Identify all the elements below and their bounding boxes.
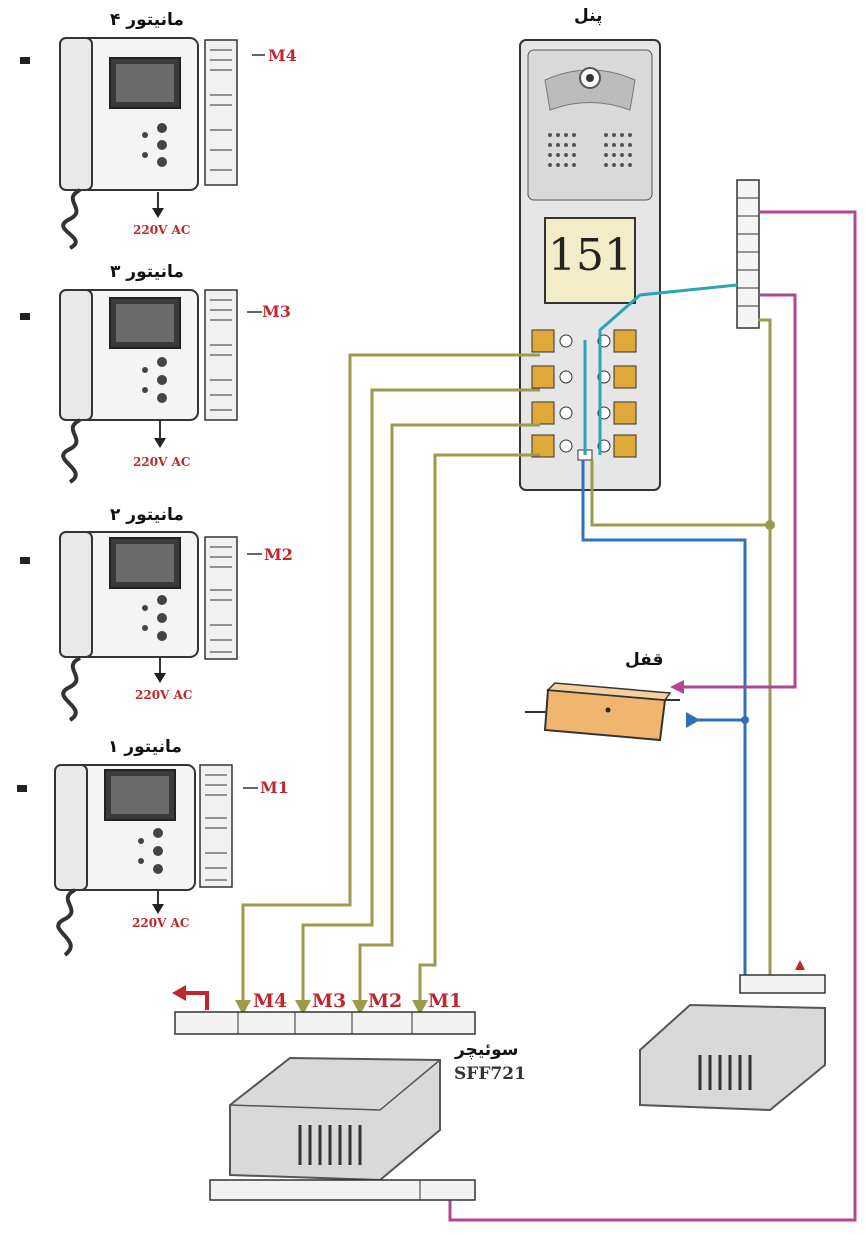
magenta-wire (448, 210, 857, 1222)
monitor-2-tag: M2 (264, 545, 293, 564)
monitor-1 (17, 764, 258, 957)
monitor-1-tag: M1 (260, 778, 289, 797)
switcher-title: سوئیچر (455, 1040, 519, 1060)
monitor-1-title: مانیتور ۱ (108, 737, 182, 757)
monitor-2 (20, 531, 262, 722)
power-terminal (736, 179, 760, 329)
power-supply (639, 960, 826, 1112)
monitor-3 (20, 289, 262, 484)
monitor-3-tag: M3 (262, 302, 291, 321)
monitor-4 (20, 37, 265, 250)
olive-wires (241, 318, 772, 1005)
lock-device (525, 682, 680, 742)
panel-number: 151 (548, 230, 632, 281)
switcher-input-m4: M4 (253, 990, 288, 1012)
cyan-wire (583, 283, 738, 455)
monitor-1-power: 220V AC (132, 916, 190, 930)
door-panel (519, 39, 661, 491)
monitor-2-power: 220V AC (135, 688, 193, 702)
monitor-4-tag: M4 (268, 46, 297, 65)
switcher-terminal (174, 1011, 476, 1035)
monitor-4-power: 220V AC (133, 223, 191, 237)
switcher-model: SFF721 (454, 1064, 526, 1084)
switcher-device (209, 1056, 476, 1201)
monitor-2-title: مانیتور ۲ (110, 505, 184, 525)
switcher-input-m2: M2 (368, 990, 403, 1012)
panel-title: پنل (574, 6, 603, 26)
monitor-3-power: 220V AC (133, 455, 191, 469)
monitor-3-title: مانیتور ۳ (110, 262, 184, 282)
switcher-input-m1: M1 (428, 990, 463, 1012)
lock-title: قفل (625, 650, 664, 670)
monitor-4-title: مانیتور ۴ (110, 10, 184, 30)
switcher-input-m3: M3 (312, 990, 347, 1012)
